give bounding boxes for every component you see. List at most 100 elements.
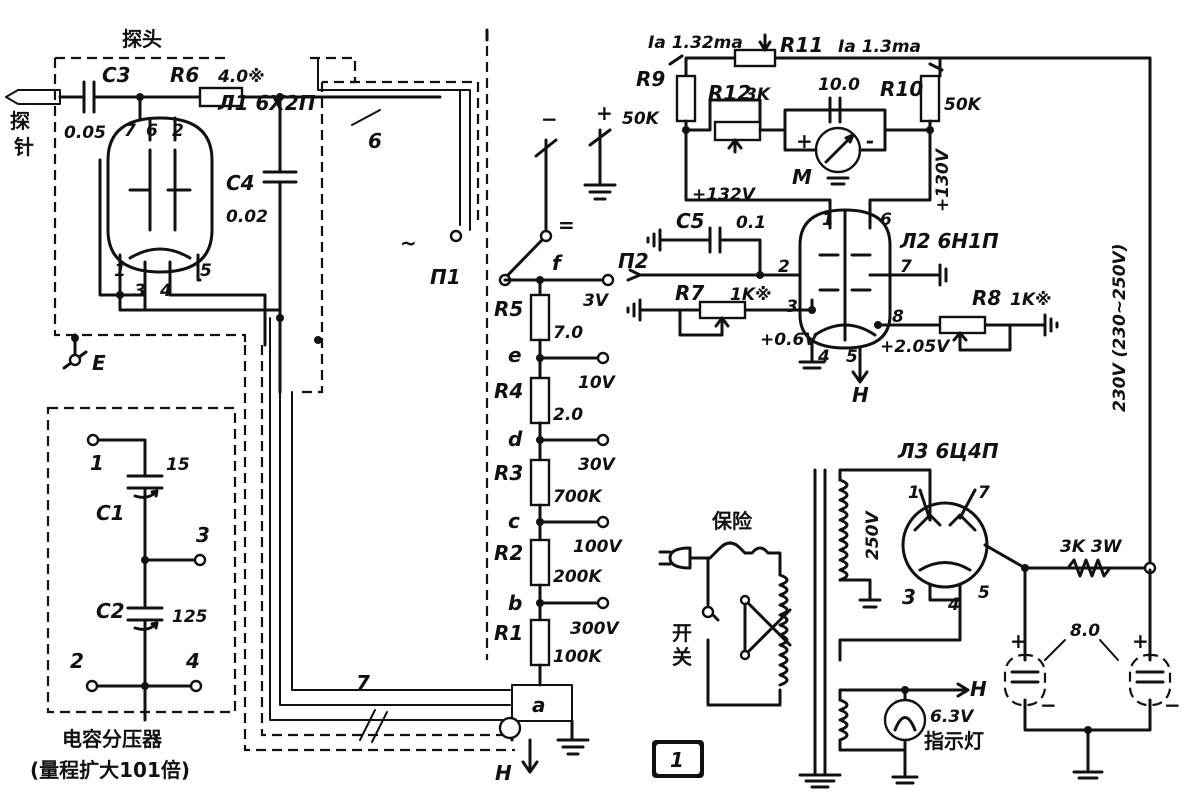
plus-132v-label: +132V (692, 185, 757, 205)
ground-terminal-e: E (92, 351, 106, 375)
probe-title: 探头 (122, 27, 162, 51)
c1-label: C1 (96, 501, 125, 525)
plug-icon (658, 546, 692, 570)
r2-label: R2 (494, 541, 523, 565)
r4-label: R4 (494, 379, 523, 403)
cap-div-terminal-3: 3 (196, 523, 210, 547)
range-3v: 3V (583, 291, 610, 311)
node-b: b (508, 591, 522, 615)
tube-l1-pin7: 7 (124, 121, 136, 141)
tube-l1-pin5: 5 (200, 261, 212, 281)
cap-left-plus: + (1010, 629, 1027, 653)
r8-value: 1K※ (1010, 290, 1052, 310)
c2-value: 125 (172, 607, 208, 627)
tube-l3-pin1: 1 (908, 483, 920, 503)
indicator-lamp-label: 指示灯 (924, 729, 984, 753)
bridge-cap-value: 10.0 (818, 75, 860, 95)
current-left-label: Iа 1.32mа (648, 33, 743, 53)
cable-label-6: 6 (368, 129, 382, 153)
figure-number-badge: 1 (652, 740, 704, 778)
tube-l1-pin1: 1 (114, 261, 126, 281)
meter-plus: + (796, 129, 813, 153)
r9-value: 50K (622, 109, 661, 129)
r8-label: R8 (972, 286, 1001, 310)
r7-label: R7 (675, 281, 704, 305)
supply-voltage-label: 230V (230~250V) (1110, 244, 1130, 412)
probe-needle-label-1: 探 (10, 109, 30, 133)
capacitive-divider-section: 1 3 2 4 C1 15 C2 125 电容分压器 (量程扩大101倍) (30, 406, 237, 782)
cap-right-plus: + (1132, 629, 1149, 653)
cap-div-title: 电容分压器 (62, 727, 163, 751)
filter-cap-value: 8.0 (1070, 621, 1100, 641)
tube-l1-label: Л1 6Х2П (217, 91, 316, 115)
switch-label-1: 开 (672, 621, 692, 645)
power-supply-section: 保险 开 关 250V 3 Л3 6Ц4П 1 7 4 5 3K 3W (658, 439, 1181, 789)
range-30v: 30V (578, 455, 617, 475)
range-10v: 10V (578, 373, 617, 393)
tube-l3-icon (901, 501, 989, 589)
cable-label-7: 7 (356, 671, 370, 695)
r3-label: R3 (494, 461, 523, 485)
dc-symbol: = (558, 213, 575, 237)
node-c: c (508, 509, 520, 533)
r10-label: R10 (880, 77, 923, 101)
c4-label: C4 (226, 171, 255, 195)
tube-l1-icon (106, 116, 214, 274)
power-h-label: H (970, 677, 987, 701)
switch-p1-label: П1 (430, 265, 461, 289)
probe-needle-icon (5, 89, 61, 105)
r2-value: 200K (553, 567, 603, 587)
range-300v: 300V (570, 619, 620, 639)
r6-value: 4.0※ (217, 67, 265, 87)
resistor-3k-label: 3K 3W (1060, 537, 1123, 557)
tube-l3-pin5: 5 (978, 583, 990, 603)
tube-l2-h-label: H (852, 383, 869, 407)
meter-bridge: Iа 1.32mа Iа 1.3mа R11 R9 50K R10 50K R1… (622, 33, 983, 212)
c3-value: 0.05 (64, 123, 106, 143)
tube-l2-pin8: 8 (892, 307, 904, 327)
tube-l3-label: Л3 6Ц4П (897, 439, 999, 463)
cathode-left-voltage: +0.6V (760, 330, 819, 350)
tube-l1-pin3: 3 (134, 281, 146, 301)
tube-l2-pin1: 1 (822, 210, 834, 230)
node-d: d (508, 427, 523, 451)
r6-label: R6 (170, 63, 199, 87)
meter-minus: - (866, 129, 874, 153)
secondary-voltage-label: 250V (863, 510, 883, 560)
tube-l1-pin4: 4 (159, 281, 172, 301)
c5-label: C5 (676, 209, 705, 233)
c2-label: C2 (96, 599, 125, 623)
tube-l2-label: Л2 6Н1П (899, 229, 999, 253)
tube-l3-pin3: 3 (902, 585, 916, 609)
divider-h-label: H (495, 761, 512, 785)
node-f: f (552, 251, 563, 275)
cap-left-minus: − (1040, 693, 1057, 717)
probe-needle-label-2: 针 (14, 135, 34, 159)
c4-value: 0.02 (226, 207, 268, 227)
indicator-lamp-icon (883, 698, 927, 742)
tube-l3-pin7: 7 (978, 483, 990, 503)
r12-value: 3K (745, 85, 772, 105)
tube-l1-pin2: 2 (172, 121, 184, 141)
c5-value: 0.1 (736, 213, 766, 233)
switch-label-2: 关 (672, 645, 692, 669)
r5-value: 7.0 (553, 323, 583, 343)
resistive-divider: − + = f 3V R5 7.0 R4 2.0 R3 700K R2 200K… (494, 101, 623, 785)
r7-value: 1K※ (730, 285, 772, 305)
cap-div-terminal-2: 2 (70, 649, 84, 673)
shielded-cable: 6 7 ~ П1 (243, 57, 515, 752)
dc-minus: − (541, 107, 558, 131)
tube-l2-pin4: 4 (817, 347, 830, 367)
r10-value: 50K (944, 95, 983, 115)
plus-130v-label: +130V (933, 147, 953, 212)
probe-section: 探头 探 针 探针 C3 0.05 R6 4.0※ 7 6 2 1 3 4 5 … (5, 27, 442, 394)
tube-l2-pin6: 6 (880, 210, 892, 230)
c1-value: 15 (166, 455, 190, 475)
r11-label: R11 (780, 33, 823, 57)
r1-label: R1 (494, 621, 523, 645)
node-e: e (508, 343, 522, 367)
ac-label: ~ (400, 231, 417, 255)
tube-l2-pin2: 2 (778, 257, 790, 277)
c3-label: C3 (102, 63, 131, 87)
